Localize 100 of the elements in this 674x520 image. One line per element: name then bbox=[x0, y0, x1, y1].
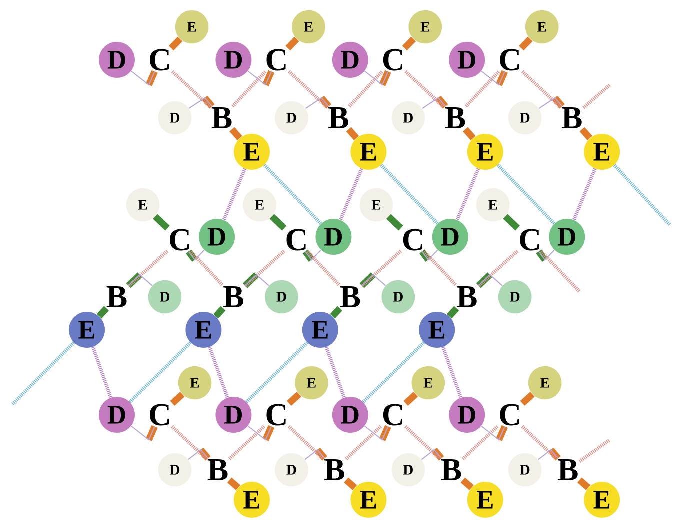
thin-line bbox=[362, 274, 386, 286]
hatched-line bbox=[244, 250, 286, 288]
thin-line bbox=[538, 250, 555, 261]
thin-line bbox=[188, 250, 205, 261]
hatched-line bbox=[228, 425, 266, 460]
hatched-line bbox=[171, 425, 208, 460]
thick-bar bbox=[460, 478, 474, 490]
thin-line bbox=[364, 426, 389, 441]
thick-bar bbox=[580, 127, 593, 140]
letter: B bbox=[212, 107, 232, 128]
thick-bar bbox=[386, 214, 404, 231]
hatched-line bbox=[263, 164, 322, 226]
letter: B bbox=[208, 459, 228, 480]
hatched-line bbox=[613, 164, 672, 226]
thin-line bbox=[538, 449, 559, 460]
hatched-line bbox=[306, 250, 341, 287]
hatched-line bbox=[10, 342, 76, 406]
letter: C bbox=[500, 404, 520, 426]
thin-line bbox=[305, 250, 322, 261]
hatched-line bbox=[324, 346, 346, 398]
thick-bar bbox=[346, 127, 360, 140]
thin-line bbox=[248, 426, 272, 441]
hatched-line bbox=[456, 168, 480, 221]
letter: C bbox=[150, 49, 170, 71]
thin-line bbox=[422, 250, 438, 261]
thin-line bbox=[478, 274, 503, 286]
hatched-line bbox=[288, 70, 328, 108]
thin-line bbox=[188, 449, 209, 460]
letter: C bbox=[266, 49, 286, 71]
thick-bar bbox=[286, 392, 302, 406]
thin-line bbox=[481, 426, 506, 441]
thick-bar bbox=[463, 127, 476, 140]
hatched-line bbox=[91, 346, 113, 398]
thick-bar bbox=[270, 214, 287, 231]
thick-bar bbox=[330, 306, 342, 319]
thick-bar bbox=[227, 478, 241, 490]
thin-line bbox=[364, 70, 389, 86]
thin-line bbox=[304, 449, 326, 460]
hatched-line bbox=[540, 250, 582, 294]
letter: B bbox=[445, 107, 466, 128]
thin-line bbox=[248, 70, 272, 86]
thin-line bbox=[481, 70, 506, 86]
hatched-line bbox=[442, 346, 463, 398]
thick-bar bbox=[503, 214, 520, 231]
thin-line bbox=[422, 449, 442, 460]
hatched-line bbox=[222, 168, 247, 221]
hatched-line bbox=[464, 70, 500, 108]
letter: C bbox=[286, 229, 306, 251]
letter: B bbox=[562, 107, 582, 128]
letter: C bbox=[170, 229, 190, 251]
hatched-line bbox=[128, 342, 192, 404]
hatched-line bbox=[521, 425, 558, 460]
thin-line bbox=[128, 274, 153, 286]
thick-bar bbox=[230, 127, 242, 140]
thin-line bbox=[538, 97, 563, 110]
thin-line bbox=[422, 97, 446, 110]
letter: B bbox=[224, 286, 244, 308]
hatched-line bbox=[348, 70, 384, 108]
thick-bar bbox=[170, 392, 185, 406]
letter: C bbox=[150, 404, 170, 426]
hatched-line bbox=[478, 250, 519, 288]
thick-bar bbox=[402, 36, 416, 51]
letter: C bbox=[403, 229, 422, 251]
thick-bar bbox=[404, 392, 418, 406]
hatched-line bbox=[578, 438, 611, 464]
hatched-line bbox=[404, 425, 441, 460]
hatched-line bbox=[171, 70, 212, 108]
letter: B bbox=[441, 459, 462, 480]
letter: B bbox=[106, 286, 127, 308]
letter: C bbox=[383, 49, 402, 71]
hatched-line bbox=[288, 425, 324, 460]
hatched-line bbox=[521, 70, 562, 108]
letter: B bbox=[558, 459, 578, 480]
hatched-line bbox=[496, 164, 556, 226]
thick-bar bbox=[96, 306, 110, 319]
letter: C bbox=[266, 404, 286, 426]
thick-bar bbox=[153, 214, 170, 231]
letter: B bbox=[324, 459, 344, 480]
thick-bar bbox=[344, 478, 358, 490]
hatched-line bbox=[127, 250, 169, 288]
thick-bar bbox=[578, 478, 591, 490]
hatched-line bbox=[462, 425, 499, 460]
hatched-line bbox=[208, 346, 230, 398]
thin-line bbox=[131, 70, 156, 86]
thin-line bbox=[306, 97, 330, 110]
thin-line bbox=[188, 97, 213, 110]
thick-bar bbox=[519, 36, 533, 51]
hatched-line bbox=[362, 342, 426, 404]
hatched-line bbox=[404, 70, 445, 108]
letter: C bbox=[520, 229, 540, 251]
thick-bar bbox=[168, 36, 183, 51]
letter: B bbox=[340, 286, 360, 308]
hatched-line bbox=[339, 168, 364, 221]
letter: B bbox=[328, 107, 348, 128]
thick-bar bbox=[286, 36, 300, 51]
hatched-line bbox=[582, 84, 612, 110]
hatched-line bbox=[345, 425, 382, 460]
thick-bar bbox=[446, 306, 460, 319]
thick-bar bbox=[214, 306, 226, 319]
hatched-line bbox=[423, 250, 458, 287]
